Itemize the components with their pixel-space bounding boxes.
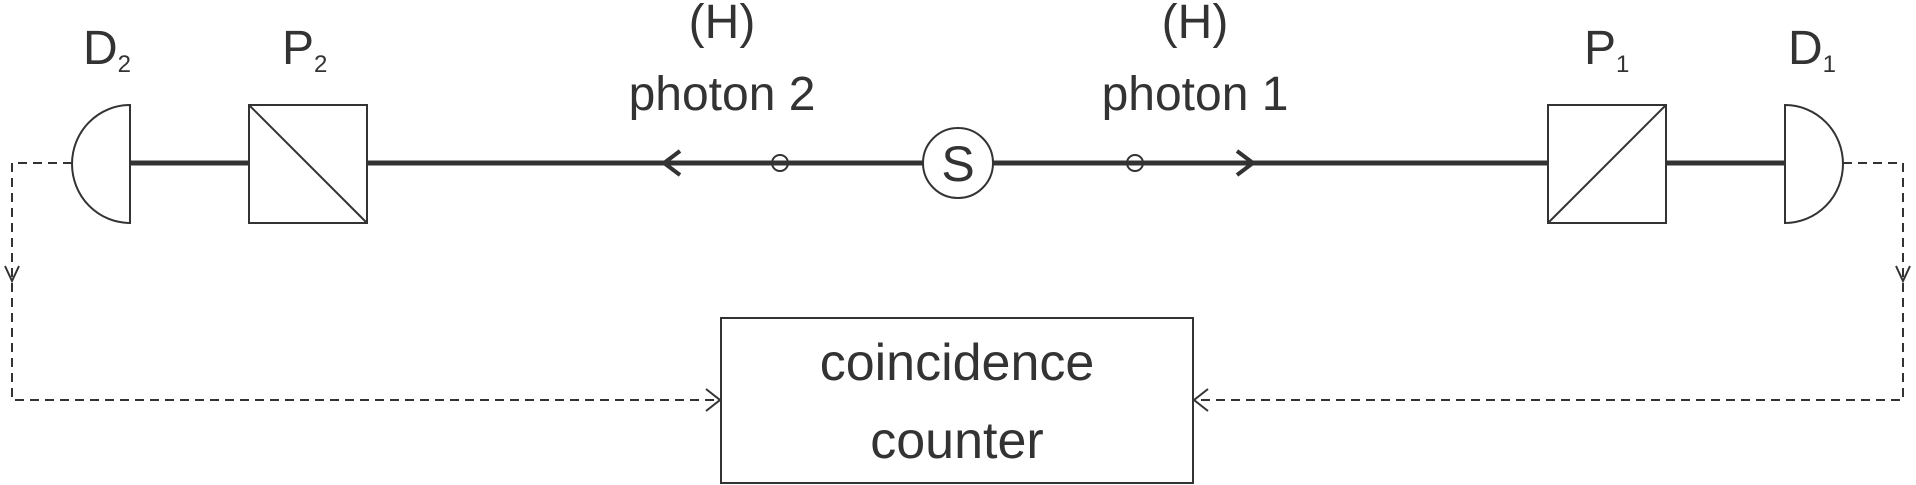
photon-2-marker [771, 154, 789, 172]
detector-d2 [71, 103, 131, 225]
signal-line-d2 [11, 162, 718, 401]
photon-2-polarization: (H) [689, 0, 756, 49]
polarizer-p2 [248, 104, 368, 224]
coincidence-counter [720, 317, 1194, 484]
photon-1-label: photon 1 [1102, 68, 1289, 121]
detector-d1-label: D1 [1788, 22, 1836, 78]
detector-d2-label: D2 [83, 22, 131, 78]
photon-1-marker [1126, 154, 1144, 172]
signal-line-d1 [1196, 162, 1904, 401]
signal-d1-down-arrow-icon [1895, 265, 1911, 284]
photon-1-polarization: (H) [1162, 0, 1229, 49]
source-label: S [941, 136, 974, 192]
counter-label-line1: coincidence [820, 334, 1095, 392]
counter-label-line2: counter [870, 412, 1043, 470]
detector-d1 [1784, 103, 1844, 225]
polarizer-p1-label: P1 [1584, 22, 1629, 78]
photon-2-label: photon 2 [629, 68, 816, 121]
polarizer-p2-label: P2 [282, 22, 327, 78]
photon-1-arrow-icon [1235, 149, 1257, 177]
source [922, 127, 994, 199]
signal-d2-down-arrow-icon [4, 265, 20, 284]
polarizer-p2-diagonal [248, 104, 368, 224]
polarizer-p1-diagonal [1547, 104, 1667, 224]
polarizer-p1 [1547, 104, 1667, 224]
photon-2-arrow-icon [660, 149, 682, 177]
